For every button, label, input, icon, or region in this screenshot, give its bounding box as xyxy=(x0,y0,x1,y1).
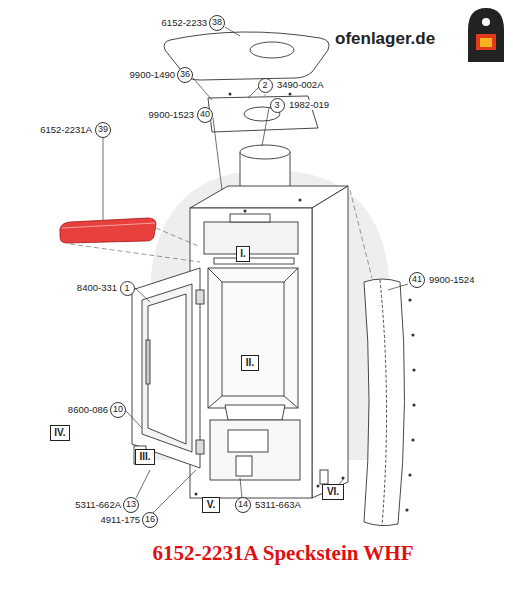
node-text: 14 xyxy=(238,500,248,509)
door xyxy=(132,268,200,468)
node-text: 13 xyxy=(126,500,136,509)
stove-body-side xyxy=(312,186,348,498)
part-number: 6152-2233 xyxy=(161,18,208,28)
callout-number: 36 xyxy=(177,67,193,83)
part-number: 8400-331 xyxy=(76,283,118,293)
part-number: 9900-1523 xyxy=(148,110,195,120)
callout-number: 16 xyxy=(142,512,158,528)
node-text: 2 xyxy=(262,81,267,90)
part-number: 9900-1524 xyxy=(428,275,475,285)
part-number: 5311-662A xyxy=(74,500,122,510)
node-text: II. xyxy=(246,358,254,368)
node-text: 40 xyxy=(200,110,210,119)
node-text: III. xyxy=(139,452,150,462)
detail-box: I. xyxy=(236,246,251,262)
side-panel xyxy=(364,279,405,526)
detail-box: VI. xyxy=(322,484,343,500)
node-text: 16 xyxy=(145,515,155,524)
callout-number: 2 xyxy=(258,78,273,93)
detail-box: IV. xyxy=(50,425,70,441)
node-text: 38 xyxy=(212,18,222,27)
node-text: VI. xyxy=(327,487,339,497)
callout-number: 38 xyxy=(209,15,225,31)
callout-number: 14 xyxy=(235,497,251,513)
callout-number: 41 xyxy=(409,272,425,288)
node-text: 3 xyxy=(274,101,279,110)
panel-screws xyxy=(195,93,416,512)
leader-lines xyxy=(103,27,408,513)
node-text: 1 xyxy=(124,284,129,293)
node-text: 10 xyxy=(113,405,123,414)
top-plate xyxy=(164,32,329,80)
stove-body-front xyxy=(190,208,312,498)
diagram-title: 6152-2231A Speckstein WHF xyxy=(153,543,414,564)
part-number: 5311-663A xyxy=(254,500,302,510)
part-number: 4911-175 xyxy=(100,515,141,525)
callout-number: 40 xyxy=(197,107,213,123)
callout-number: 10 xyxy=(110,402,126,418)
soapstone-part xyxy=(60,218,156,243)
detail-box: V. xyxy=(202,497,220,513)
part-number: 3490-002A xyxy=(276,80,324,90)
part-number: 9900-1490 xyxy=(129,70,176,80)
node-text: 41 xyxy=(412,275,422,284)
node-text: 39 xyxy=(98,125,108,134)
node-text: V. xyxy=(207,500,216,510)
callout-number: 3 xyxy=(270,98,285,113)
assembly-lines xyxy=(70,86,372,278)
part-number: 6152-2231A xyxy=(39,125,93,135)
callout-number: 13 xyxy=(123,497,139,513)
logo-mascot xyxy=(468,8,504,62)
node-text: IV. xyxy=(54,428,65,438)
detail-box: III. xyxy=(135,449,155,465)
callout-number: 39 xyxy=(95,122,111,138)
part-number: 1982-019 xyxy=(288,100,330,110)
part-number: 8600-086 xyxy=(67,405,109,415)
logo-text: ofenlager.de xyxy=(334,30,436,47)
node-text: 36 xyxy=(180,70,190,79)
node-text: I. xyxy=(240,249,246,259)
detail-box: II. xyxy=(241,355,258,371)
callout-number: 1 xyxy=(120,281,135,296)
